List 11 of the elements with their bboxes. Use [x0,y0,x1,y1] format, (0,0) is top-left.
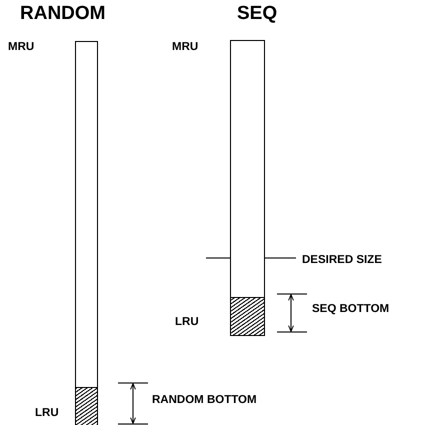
tier-label: LRU [35,407,59,420]
tier-label: MRU [8,41,34,54]
dimension-label: RANDOM BOTTOM [152,394,257,407]
tier-label: MRU [172,41,198,54]
hatched-segment [231,297,264,335]
dimension-label: SEQ BOTTOM [312,303,390,316]
threshold-label: DESIRED SIZE [302,254,382,267]
hatched-segment [76,387,97,425]
column-heading: RANDOM [20,4,106,24]
tier-label: LRU [175,316,199,329]
column-heading: SEQ [237,4,278,24]
